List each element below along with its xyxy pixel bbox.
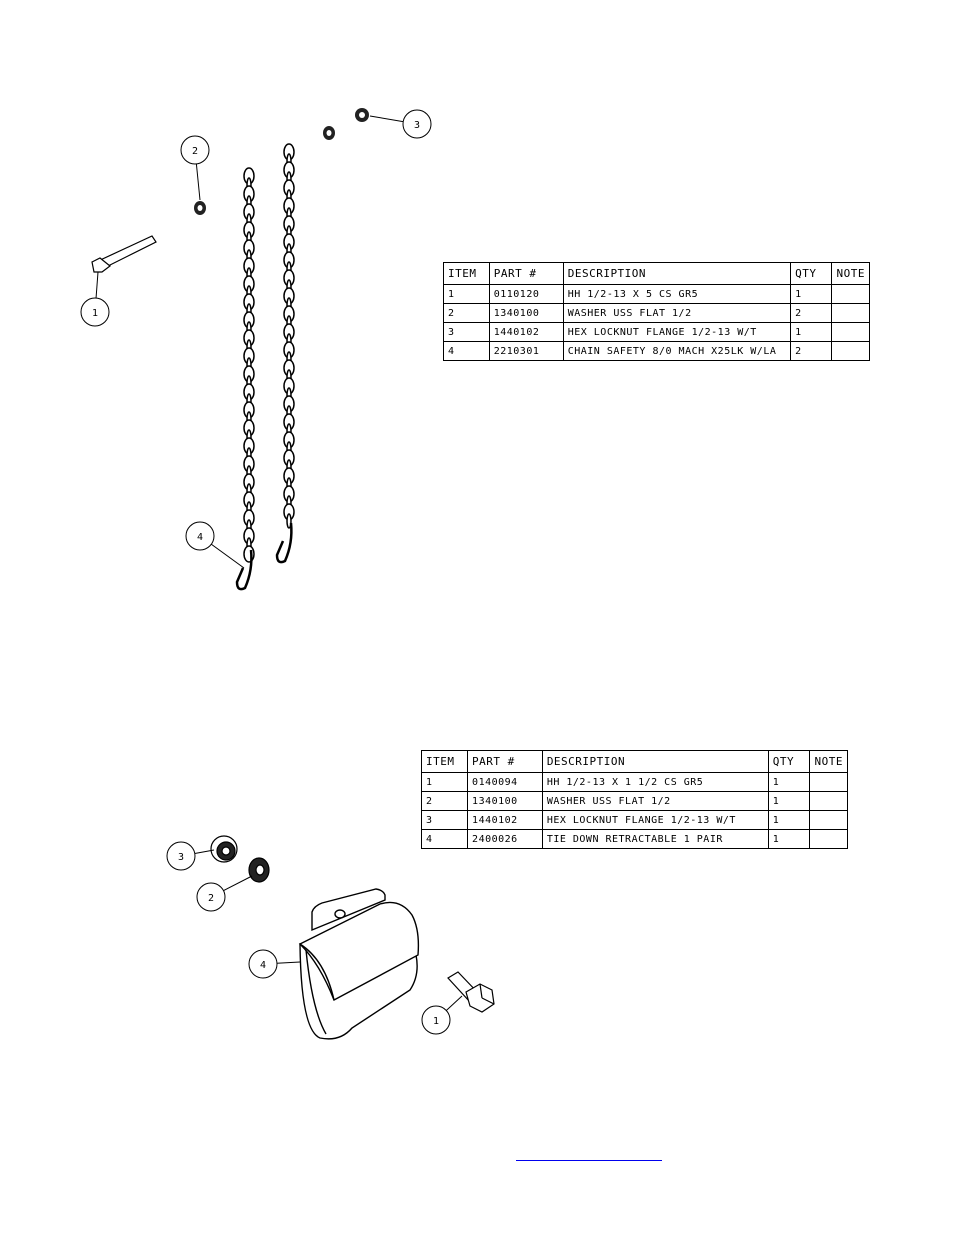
table-row: 2 1340100 WASHER USS FLAT 1/2 2 — [443, 303, 870, 323]
qty-cell: 2 — [790, 341, 833, 361]
description-cell: HEX LOCKNUT FLANGE 1/2-13 W/T — [541, 810, 769, 830]
part-cell: 1340100 — [488, 303, 564, 323]
col-qty-header: QTY — [767, 750, 811, 773]
footer-link[interactable] — [516, 1146, 662, 1161]
top-callout-label: 4 — [197, 532, 203, 543]
col-description-header: DESCRIPTION — [541, 750, 769, 773]
top-callout-label: 3 — [414, 120, 420, 131]
grab-hook — [275, 522, 293, 564]
note-cell — [809, 791, 848, 811]
note-cell — [809, 829, 848, 849]
description-cell: HH 1/2-13 X 1 1/2 CS GR5 — [541, 772, 769, 792]
item-cell: 4 — [420, 829, 469, 849]
col-item-header: ITEM — [443, 262, 490, 285]
note-cell — [831, 341, 870, 361]
part-cell: 1440102 — [467, 810, 543, 830]
qty-cell: 1 — [790, 284, 833, 304]
table-row: 1 0110120 HH 1/2-13 X 5 CS GR5 1 — [443, 284, 870, 304]
callout-bubble — [180, 135, 210, 165]
safety-chain-part — [235, 143, 295, 591]
callout-bubble — [185, 521, 215, 551]
description-cell: TIE DOWN RETRACTABLE 1 PAIR — [541, 829, 769, 849]
col-note-header: NOTE — [831, 262, 870, 285]
part-cell: 0140094 — [467, 772, 543, 792]
item-cell: 1 — [443, 284, 490, 304]
table-row: 2 1340100 WASHER USS FLAT 1/2 1 — [420, 791, 848, 811]
table-row: 3 1440102 HEX LOCKNUT FLANGE 1/2-13 W/T … — [420, 810, 848, 830]
bottom-callout-label: 4 — [260, 960, 266, 971]
col-part-header: PART # — [467, 750, 543, 773]
col-item-header: ITEM — [420, 750, 469, 773]
col-description-header: DESCRIPTION — [562, 262, 792, 285]
note-cell — [831, 303, 870, 323]
callout-bubble — [421, 1005, 451, 1035]
hex-bolt-part — [447, 971, 495, 1013]
item-cell: 3 — [443, 322, 490, 342]
callout-bubble — [402, 109, 432, 139]
item-cell: 1 — [420, 772, 469, 792]
qty-cell: 1 — [767, 810, 811, 830]
note-cell — [809, 772, 848, 792]
description-cell: WASHER USS FLAT 1/2 — [541, 791, 769, 811]
callout-bubble — [166, 841, 196, 871]
description-cell: WASHER USS FLAT 1/2 — [562, 303, 792, 323]
qty-cell: 1 — [767, 772, 811, 792]
bill-of-materials-bottom: ITEM PART # DESCRIPTION QTY NOTE 1 01400… — [420, 750, 848, 849]
table-row: 4 2210301 CHAIN SAFETY 8/0 MACH X25LK W/… — [443, 341, 870, 361]
top-callout-label: 1 — [92, 308, 98, 319]
item-cell: 4 — [443, 341, 490, 361]
item-cell: 2 — [443, 303, 490, 323]
col-qty-header: QTY — [790, 262, 833, 285]
description-cell: CHAIN SAFETY 8/0 MACH X25LK W/LA — [562, 341, 792, 361]
bottom-callout-label: 3 — [178, 852, 184, 863]
qty-cell: 1 — [767, 791, 811, 811]
part-cell: 2210301 — [488, 341, 564, 361]
locknut-part — [210, 835, 238, 863]
flat-washer-part — [248, 857, 270, 883]
washer-part — [194, 201, 206, 215]
nut-part — [323, 108, 369, 140]
table-row: 1 0140094 HH 1/2-13 X 1 1/2 CS GR5 1 — [420, 772, 848, 792]
part-cell: 2400026 — [467, 829, 543, 849]
bottom-callout-label: 2 — [208, 893, 214, 904]
col-note-header: NOTE — [809, 750, 848, 773]
callout-bubble — [248, 949, 278, 979]
grab-hook — [235, 549, 253, 591]
callout-bubble — [80, 297, 110, 327]
bom-header-row: ITEM PART # DESCRIPTION QTY NOTE — [420, 750, 848, 773]
qty-cell: 1 — [790, 322, 833, 342]
note-cell — [831, 322, 870, 342]
qty-cell: 1 — [767, 829, 811, 849]
part-cell: 0110120 — [488, 284, 564, 304]
table-row: 3 1440102 HEX LOCKNUT FLANGE 1/2-13 W/T … — [443, 322, 870, 342]
col-part-header: PART # — [488, 262, 564, 285]
description-cell: HH 1/2-13 X 5 CS GR5 — [562, 284, 792, 304]
qty-cell: 2 — [790, 303, 833, 323]
part-cell: 1340100 — [467, 791, 543, 811]
tie-down-part — [298, 888, 420, 1040]
note-cell — [809, 810, 848, 830]
item-cell: 3 — [420, 810, 469, 830]
description-cell: HEX LOCKNUT FLANGE 1/2-13 W/T — [562, 322, 792, 342]
item-cell: 2 — [420, 791, 469, 811]
note-cell — [831, 284, 870, 304]
top-callout-label: 2 — [192, 146, 198, 157]
bolt-part — [91, 235, 157, 273]
bom-header-row: ITEM PART # DESCRIPTION QTY NOTE — [443, 262, 870, 285]
bottom-callout-label: 1 — [433, 1016, 439, 1027]
part-cell: 1440102 — [488, 322, 564, 342]
callout-bubble — [196, 882, 226, 912]
bill-of-materials-top: ITEM PART # DESCRIPTION QTY NOTE 1 01101… — [443, 262, 870, 361]
table-row: 4 2400026 TIE DOWN RETRACTABLE 1 PAIR 1 — [420, 829, 848, 849]
